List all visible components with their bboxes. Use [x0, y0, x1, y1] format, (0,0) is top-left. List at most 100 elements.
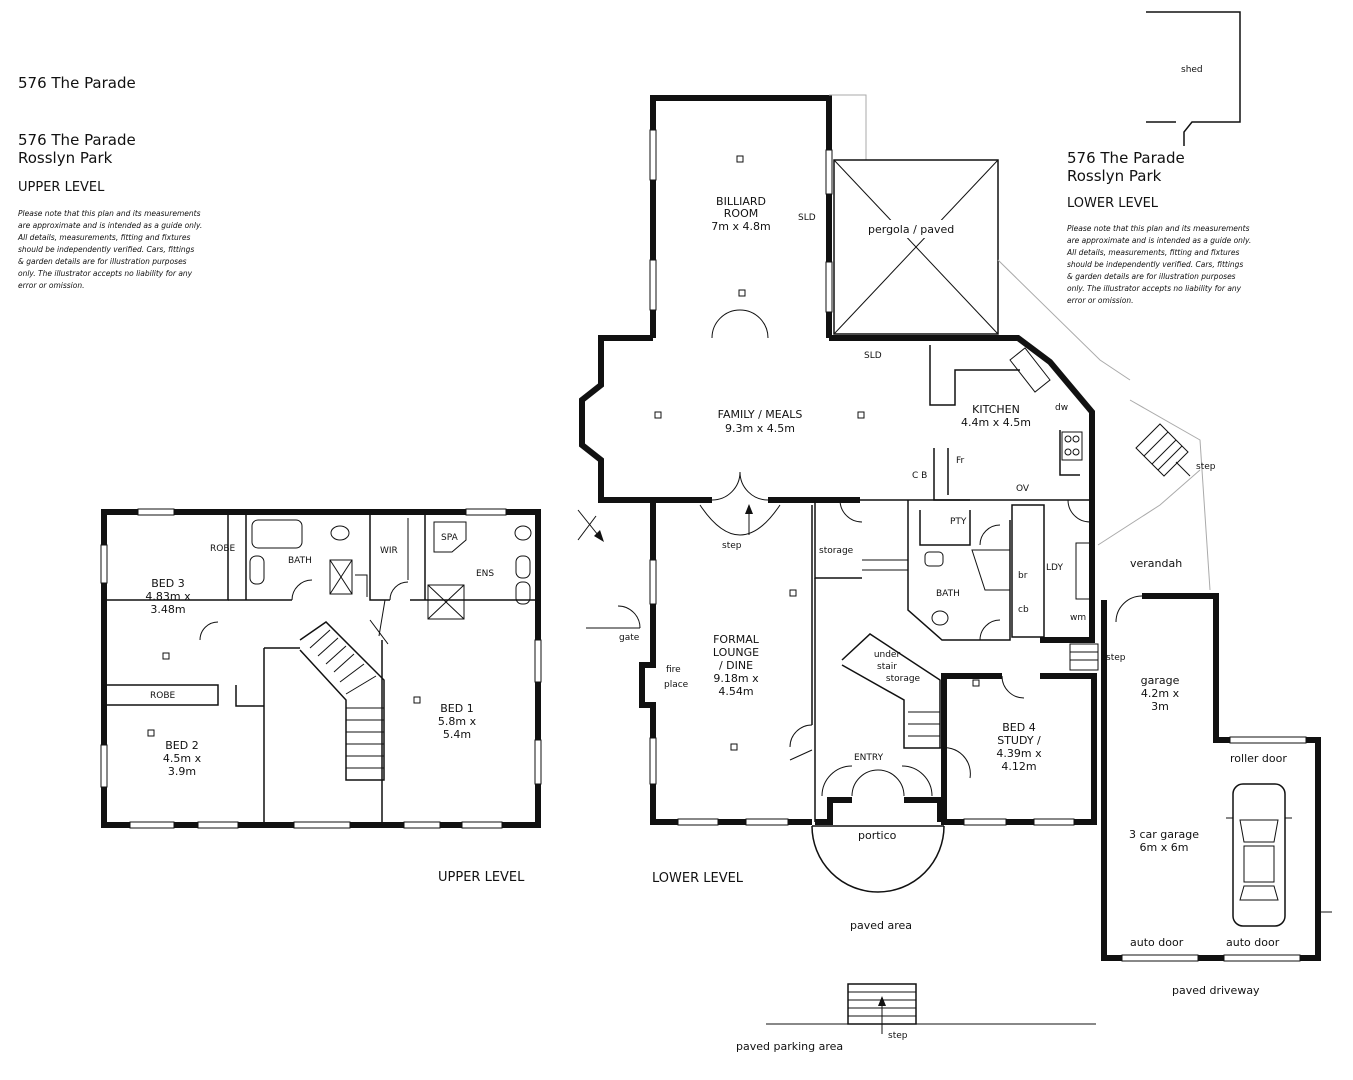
lower-address-line2: Rosslyn Park — [1067, 167, 1162, 185]
ldy-label: LDY — [1046, 563, 1063, 573]
upper-disclaimer-line: error or omission. — [18, 281, 85, 290]
paved-driveway-label: paved driveway — [1172, 984, 1260, 997]
verandah-steps — [1135, 423, 1191, 477]
step-family-label: step — [722, 541, 742, 551]
auto-door-1-label: auto door — [1130, 936, 1184, 949]
formal-wall — [639, 497, 812, 825]
billiard-name: ROOM — [724, 207, 758, 220]
family-meals-label: FAMILY / MEALS 9.3m x 4.5m — [718, 408, 803, 435]
lower-disclaimer-line: are approximate and is intended as a gui… — [1067, 236, 1251, 245]
cb2-label: cb — [1018, 605, 1029, 615]
garage-dim: 4.2m x — [1141, 687, 1180, 700]
bed1-dim: 5.4m — [443, 728, 471, 741]
lower-level-caption: LOWER LEVEL — [652, 871, 744, 886]
kitchen-name: KITCHEN — [972, 403, 1020, 416]
window — [197, 821, 239, 829]
pergola: pergola / paved — [833, 159, 1131, 381]
upper-disclaimer-line: only. The illustrator accepts no liabili… — [18, 269, 193, 278]
under-stair-line: under — [874, 650, 901, 660]
kitchen-label: KITCHEN 4.4m x 4.5m — [961, 403, 1031, 429]
upper-disclaimer-line: should be independently verified. Cars, … — [18, 245, 194, 254]
upper-disclaimer: Please note that this plan and its measu… — [17, 209, 202, 290]
upper-address-line1: 576 The Parade — [18, 131, 136, 149]
window — [293, 821, 351, 829]
shower — [971, 549, 1011, 591]
garage-dim: 3m — [1151, 700, 1169, 713]
under-stair-line: storage — [886, 674, 921, 684]
kitchen-dim: 4.4m x 4.5m — [961, 416, 1031, 429]
fireplace-label: place — [664, 680, 689, 690]
window — [534, 639, 542, 683]
garage-wall — [1101, 593, 1321, 961]
formal-dim: 4.54m — [718, 685, 753, 698]
toilet — [931, 610, 949, 626]
sld-bottom-label: SLD — [864, 351, 882, 361]
upper-staircase — [299, 621, 385, 781]
three-car-garage-label: 3 car garage 6m x 6m — [1129, 828, 1199, 854]
sink — [1009, 347, 1051, 393]
bathtub — [251, 519, 303, 549]
bed2-name: BED 2 — [165, 739, 198, 752]
upper-level-heading: UPPER LEVEL — [18, 180, 105, 195]
garage-name: garage — [1141, 674, 1180, 687]
gate-label: gate — [619, 633, 640, 643]
bed2-dim: 4.5m x — [163, 752, 202, 765]
pergola-label: pergola / paved — [868, 223, 954, 236]
upper-address-line2: Rosslyn Park — [18, 149, 113, 167]
interior-wall — [369, 515, 390, 601]
bed2-label: BED 2 4.5m x 3.9m — [163, 739, 202, 778]
bed4-wall — [941, 673, 1097, 825]
lower-disclaimer-line: error or omission. — [1067, 296, 1134, 305]
step-right-label: step — [1196, 462, 1216, 472]
shed-outline — [1146, 11, 1241, 146]
step-garage-label: step — [1106, 653, 1126, 663]
upper-disclaimer-line: are approximate and is intended as a gui… — [18, 221, 202, 230]
bed1-label: BED 1 5.8m x 5.4m — [438, 702, 477, 741]
fr-label: Fr — [956, 456, 965, 466]
basin — [249, 555, 265, 585]
dw-label: dw — [1055, 403, 1068, 413]
lower-bath-label: BATH — [936, 589, 960, 599]
lower-level-heading: LOWER LEVEL — [1067, 196, 1159, 211]
lower-disclaimer-line: & garden details are for illustration pu… — [1067, 272, 1236, 281]
fireplace-label: fire — [666, 665, 681, 675]
entry-label: ENTRY — [854, 753, 884, 763]
family-dim: 9.3m x 4.5m — [725, 422, 795, 435]
bed3-dim: 3.48m — [150, 603, 185, 616]
toilet — [330, 525, 350, 541]
double-door — [711, 309, 769, 339]
garage-label: garage 4.2m x 3m — [1141, 674, 1180, 713]
bed4-label: BED 4 STUDY / 4.39m x 4.12m — [996, 721, 1042, 773]
upper-address-short: 576 The Parade — [18, 74, 136, 92]
robe-mid-label: ROBE — [150, 691, 176, 701]
portico-label: portico — [858, 829, 897, 842]
portico-arc — [811, 825, 945, 893]
billiard-room-label: BILLIARD ROOM 7m x 4.8m — [711, 195, 770, 233]
verandah-label: verandah — [1130, 557, 1182, 570]
lower-disclaimer-line: Please note that this plan and its measu… — [1067, 224, 1250, 233]
family-wall — [579, 335, 712, 503]
br-label: br — [1018, 571, 1028, 581]
formal-dim: 9.18m x — [713, 672, 759, 685]
upper-robe-label: ROBE — [210, 544, 236, 554]
under-stair-line: stair — [877, 662, 897, 672]
shower — [329, 559, 353, 595]
bed1-dim: 5.8m x — [438, 715, 477, 728]
spa — [433, 521, 467, 553]
upper-bath-label: BATH — [288, 556, 312, 566]
bed4-name: STUDY / — [997, 734, 1041, 747]
lower-disclaimer-line: should be independently verified. Cars, … — [1067, 260, 1243, 269]
wir-label: WIR — [380, 546, 398, 556]
billiard-wall — [650, 95, 832, 338]
shed-label: shed — [1181, 65, 1203, 75]
robe-wall — [107, 684, 219, 706]
roller-door-label: roller door — [1230, 752, 1287, 765]
upper-disclaimer-line: & garden details are for illustration pu… — [18, 257, 187, 266]
paved-area-label: paved area — [850, 919, 912, 932]
upper-level-plan: ROBE BATH WIR SPA ENS BED 3 4.83m x 3.48… — [100, 508, 542, 885]
bed3-dim: 4.83m x — [145, 590, 191, 603]
shower — [427, 584, 465, 620]
formal-name: LOUNGE — [713, 646, 759, 659]
window — [403, 821, 441, 829]
